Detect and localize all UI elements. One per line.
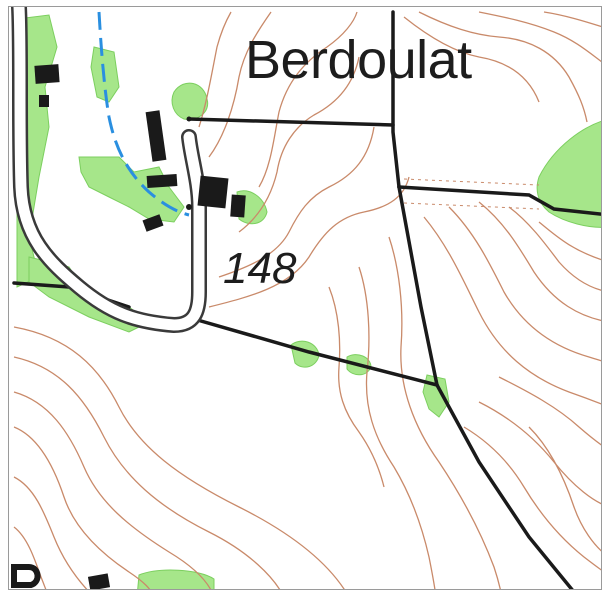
track-north-east <box>187 117 395 127</box>
track-diagonal-junction <box>397 185 439 387</box>
contour-line <box>478 11 601 63</box>
contour-line <box>13 326 345 589</box>
contour-line <box>388 236 501 589</box>
contour-line <box>208 11 272 158</box>
vegetation-patch-east <box>536 120 601 228</box>
stream-line <box>97 11 190 217</box>
contour-line <box>508 206 601 291</box>
clipped-label-fragment <box>11 564 41 588</box>
contour-line <box>463 426 601 571</box>
contour-line <box>328 286 385 488</box>
vegetation-patch-south <box>137 569 215 589</box>
spot-height-dot <box>186 204 192 210</box>
building <box>142 214 164 232</box>
building-layer <box>34 64 246 589</box>
building <box>87 573 111 589</box>
contour-line <box>538 221 601 261</box>
contour-line <box>258 11 358 188</box>
contour-line <box>423 216 601 405</box>
contour-line <box>498 376 601 446</box>
track-node <box>186 116 192 122</box>
vegetation-patch-hamlet <box>78 156 185 223</box>
track-layer <box>12 10 601 589</box>
topographic-map[interactable]: Berdoulat 148 <box>8 6 602 590</box>
contour-line <box>198 11 232 128</box>
building <box>146 173 178 189</box>
road <box>11 7 207 333</box>
contour-line <box>238 56 360 233</box>
map-canvas <box>11 7 601 589</box>
field-boundary <box>403 178 540 210</box>
contour-line <box>13 476 88 589</box>
contour-line <box>543 11 601 28</box>
place-name-label: Berdoulat <box>245 30 472 90</box>
vegetation-patch-junction-c <box>422 374 450 418</box>
contour-line <box>478 201 601 322</box>
track-east <box>397 185 601 216</box>
contour-line <box>13 426 151 589</box>
contour-line <box>358 266 436 589</box>
contour-line <box>208 176 410 308</box>
contour-line <box>418 11 588 123</box>
building <box>145 110 167 162</box>
contour-line <box>13 391 212 589</box>
contour-line <box>218 126 375 278</box>
building <box>39 95 49 107</box>
track-south-east <box>435 383 574 589</box>
track-southwest-junction <box>192 317 439 387</box>
elevation-label: 148 <box>223 244 297 293</box>
contour-line <box>448 206 601 362</box>
contour-line <box>403 16 540 103</box>
track-vertical-north <box>391 10 401 189</box>
contour-line <box>528 426 601 552</box>
building <box>230 194 246 218</box>
contour-line <box>13 526 47 589</box>
building <box>197 175 229 209</box>
contour-layer <box>13 11 601 589</box>
contour-line <box>13 356 281 589</box>
building <box>34 64 60 84</box>
